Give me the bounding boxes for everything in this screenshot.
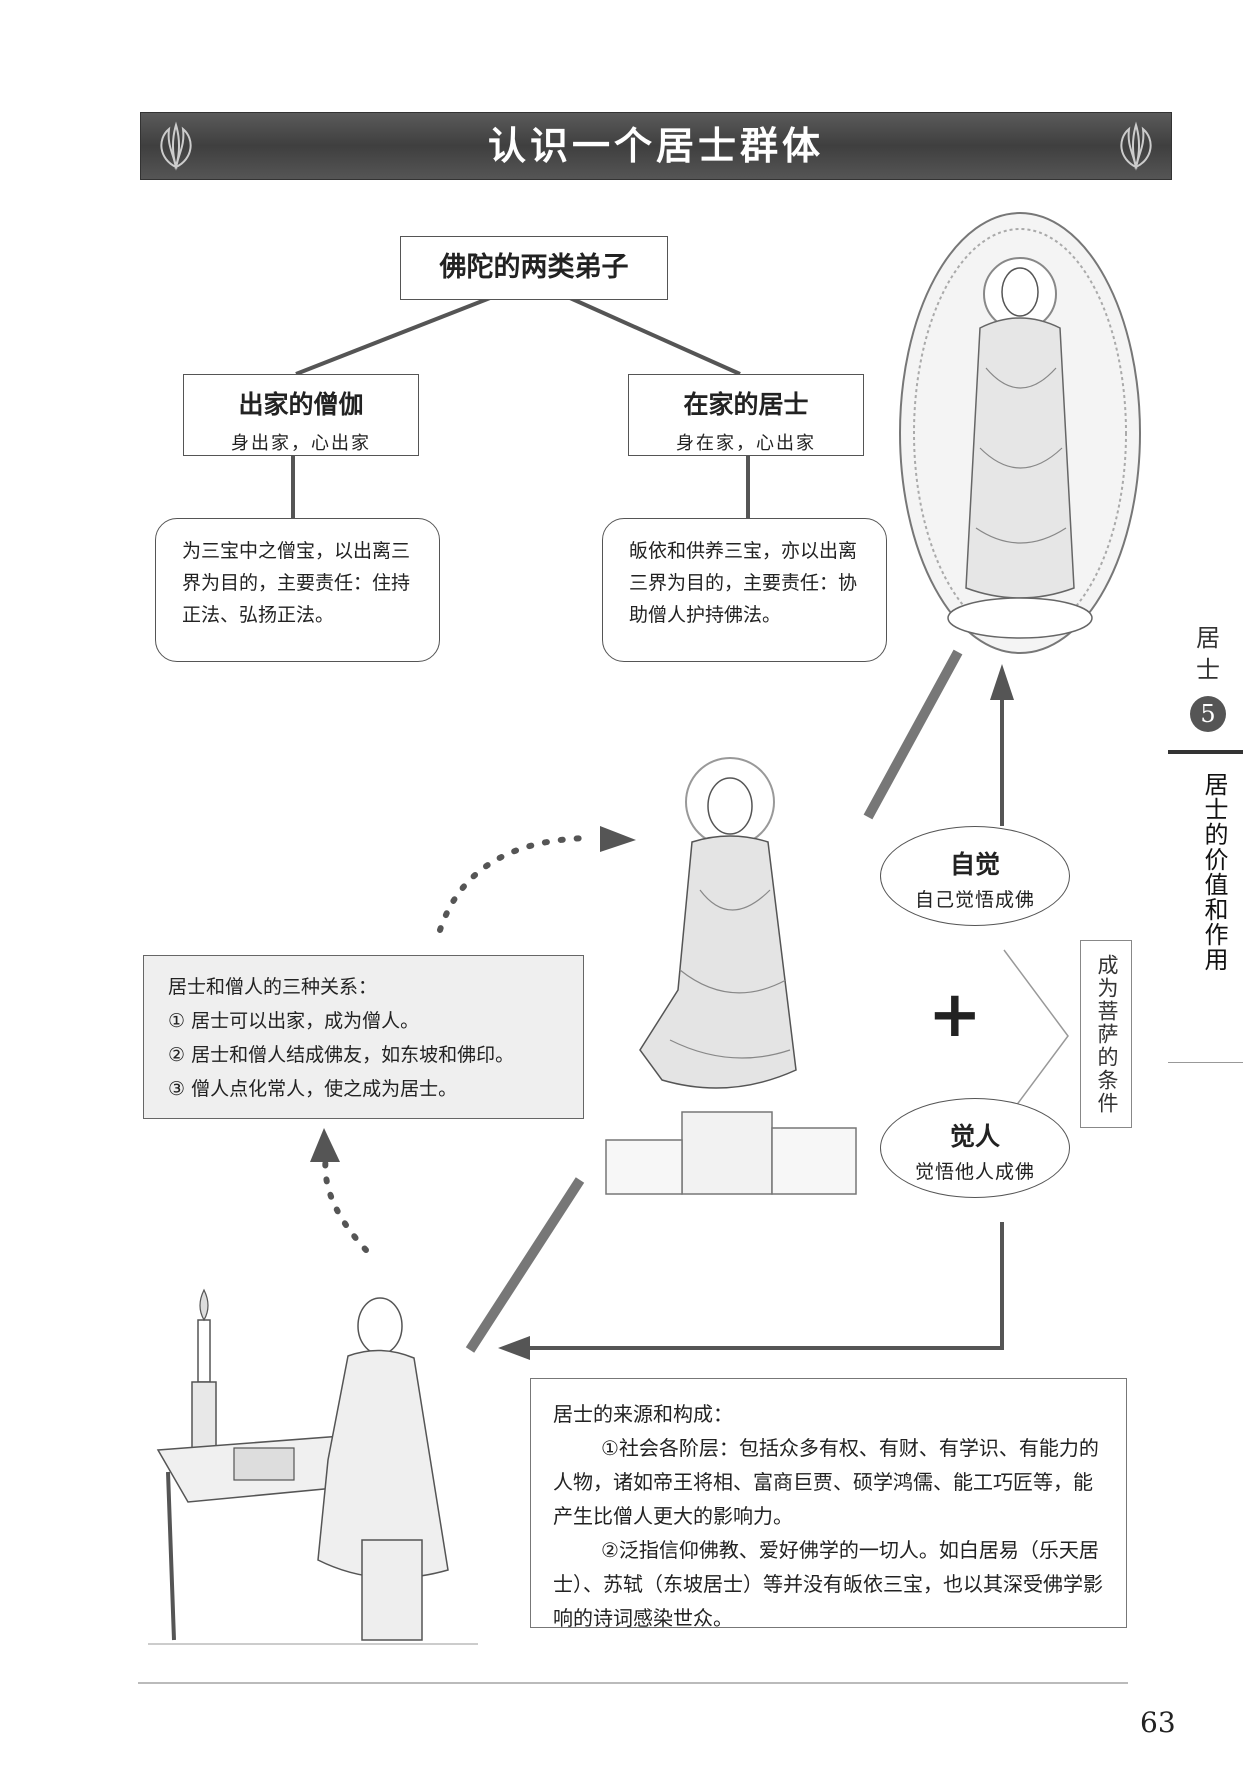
- monk-illustration: [605, 757, 857, 1195]
- dotted-arc-top: [437, 835, 593, 933]
- up-arrow-head: [990, 664, 1014, 700]
- relation-item: ① 居士可以出家，成为僧人。: [168, 1010, 420, 1032]
- page-title: 认识一个居士群体: [487, 124, 824, 168]
- node-subtitle: 身在家，心出家: [676, 433, 816, 454]
- side-divider: [1168, 750, 1243, 754]
- desc-laity: 皈依和供养三宝，亦以出离三界为目的，主要责任：协助僧人护持佛法。: [602, 518, 887, 662]
- tree-branch-right: [569, 296, 741, 376]
- side-divider: [1168, 1062, 1243, 1063]
- diagonal-arrow-up: [863, 649, 963, 820]
- lotus-ornament-icon: [160, 121, 192, 171]
- plus-sign: +: [928, 978, 982, 1052]
- return-arrow-line: [530, 1222, 1004, 1350]
- title-banner: 认识一个居士群体: [140, 112, 1172, 180]
- ellipse-title: 自觉: [949, 850, 1000, 879]
- condition-chevron: [1003, 949, 1069, 1123]
- scholar-illustration: [148, 1288, 478, 1645]
- root-node: 佛陀的两类弟子: [400, 236, 668, 300]
- node-title: 在家的居士: [683, 390, 809, 419]
- ellipse-subtitle: 觉悟他人成佛: [914, 1161, 1035, 1183]
- node-laity: 在家的居士 身在家，心出家: [628, 374, 864, 456]
- node-title: 出家的僧伽: [238, 390, 364, 419]
- ellipse-subtitle: 自己觉悟成佛: [914, 889, 1035, 911]
- desc-monks: 为三宝中之僧宝，以出离三界为目的，主要责任：住持正法、弘扬正法。: [155, 518, 440, 662]
- dotted-arc-bottom: [322, 1153, 369, 1253]
- return-arrow-head: [498, 1336, 530, 1360]
- awakening-others-node: 觉人 觉悟他人成佛: [880, 1098, 1070, 1198]
- relation-item: ③ 僧人点化常人，使之成为居士。: [168, 1078, 458, 1100]
- footer-rule: [138, 1682, 1128, 1684]
- node-monks: 出家的僧伽 身出家，心出家: [183, 374, 419, 456]
- relations-box: 居士和僧人的三种关系： ① 居士可以出家，成为僧人。 ② 居士和僧人结成佛友，如…: [143, 955, 584, 1119]
- buddha-illustration: [899, 212, 1141, 654]
- dotted-arc-bottom-head: [310, 1128, 340, 1162]
- page-number: 63: [1140, 1706, 1176, 1739]
- chapter-title: 居士的价值和作用: [1200, 772, 1228, 972]
- source-paragraph: ①社会各阶层：包括众多有权、有财、有学识、有能力的人物，诸如帝王将相、富商巨贾、…: [553, 1436, 1099, 1528]
- diagonal-arrow-low: [465, 1177, 585, 1353]
- relation-item: ② 居士和僧人结成佛友，如东坡和佛印。: [168, 1044, 515, 1066]
- relations-title: 居士和僧人的三种关系：: [168, 976, 378, 998]
- source-title: 居士的来源和构成：: [553, 1402, 733, 1426]
- node-subtitle: 身出家，心出家: [231, 433, 371, 454]
- self-awakening-node: 自觉 自己觉悟成佛: [880, 826, 1070, 926]
- bodhisattva-condition: 成为菩萨的条件: [1080, 940, 1132, 1128]
- dotted-arc-top-head: [600, 826, 636, 852]
- ellipse-title: 觉人: [949, 1122, 1000, 1151]
- source-box: 居士的来源和构成： ①社会各阶层：包括众多有权、有财、有学识、有能力的人物，诸如…: [530, 1378, 1127, 1630]
- tree-branch-left: [295, 296, 491, 376]
- source-paragraph: ②泛指信仰佛教、爱好佛学的一切人。如白居易（乐天居士）、苏轼（东坡居士）等并没有…: [553, 1538, 1103, 1630]
- chapter-number-badge: 5: [1190, 696, 1226, 732]
- lotus-ornament-icon: [1120, 121, 1152, 171]
- side-section-word: 居士: [1196, 624, 1220, 684]
